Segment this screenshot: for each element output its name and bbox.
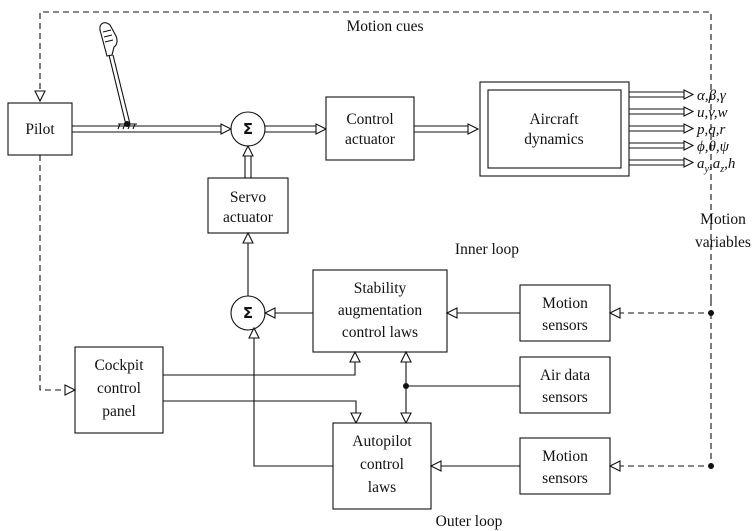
outer-sensor-feed	[608, 313, 714, 472]
motion-cues-loop	[34, 11, 712, 300]
inner-sensor-feed	[608, 300, 714, 319]
motion-cues-label: Motion cues	[346, 18, 423, 35]
output-arrows	[629, 89, 695, 168]
cockpit-panel-label: panel	[102, 403, 136, 420]
pilot-to-cockpit-dashed	[39, 155, 77, 396]
motion-sensors-outer-block: Motion sensors	[519, 437, 611, 495]
cockpit-to-autopilot-arrow	[163, 400, 362, 425]
pilot-block: Pilot	[7, 102, 73, 156]
servo-actuator-label: actuator	[223, 209, 274, 226]
lower-sum-to-servo-arrow	[242, 231, 254, 296]
aircraft-dynamics-label: dynamics	[524, 131, 583, 148]
autopilot-block: Autopilot control laws	[332, 422, 432, 510]
inner-loop-label: Inner loop	[455, 241, 519, 258]
servo-to-sum-arrow	[242, 144, 254, 178]
control-actuator-block: Control actuator	[325, 96, 415, 161]
outer-sensors-to-autopilot-arrow	[429, 460, 520, 472]
output-variable-label: α,β,γ	[697, 88, 727, 104]
motion-sensors-label: Motion	[542, 448, 588, 465]
cockpit-panel-block: Cockpit control panel	[74, 346, 164, 434]
output-variable-label: p,q,r	[696, 122, 726, 138]
cockpit-panel-label: Cockpit	[94, 357, 144, 374]
sigma-symbol: Σ	[243, 304, 253, 322]
cockpit-to-sas-arrow	[163, 350, 361, 376]
output-variables: α,β,γu,v,wp,q,rϕ,θ,ψay,az,h	[696, 88, 735, 175]
outer-loop-label: Outer loop	[436, 513, 503, 530]
stability-augmentation-label: control laws	[342, 324, 418, 341]
motion-variables-label: variables	[695, 234, 751, 251]
autopilot-label: Autopilot	[352, 433, 412, 450]
inner-sensors-to-sas-arrow	[445, 307, 520, 319]
output-variable-label: ϕ,θ,ψ	[697, 139, 730, 155]
motion-sensors-inner-block: Motion sensors	[519, 284, 611, 342]
air-data-links	[400, 350, 520, 425]
autopilot-label: laws	[368, 479, 396, 496]
autopilot-label: control	[360, 456, 404, 473]
actuator-to-dynamics-arrow	[414, 123, 480, 135]
air-data-sensors-block: Air data sensors	[519, 356, 611, 414]
stability-augmentation-label: augmentation	[338, 302, 423, 319]
motion-sensors-label: Motion	[542, 295, 588, 312]
motion-sensors-label: sensors	[542, 470, 588, 487]
motion-sensors-label: sensors	[542, 317, 588, 334]
output-variable-label: ay,az,h	[697, 156, 735, 175]
aircraft-dynamics-block: Aircraft dynamics	[479, 81, 630, 177]
output-variable-label: u,v,w	[697, 105, 728, 121]
aircraft-dynamics-label: Aircraft	[529, 111, 579, 128]
pilot-to-sum-arrow	[72, 123, 233, 135]
sigma-symbol: Σ	[243, 120, 253, 138]
servo-actuator-label: Servo	[230, 189, 266, 206]
control-stick-icon	[99, 22, 137, 130]
motion-variables-label: Motion	[700, 211, 746, 228]
top-summing-junction: Σ	[230, 111, 266, 147]
servo-actuator-block: Servo actuator	[207, 177, 289, 234]
air-data-sensors-label: sensors	[542, 389, 588, 406]
control-actuator-label: actuator	[345, 131, 396, 148]
autopilot-to-sum-arrow	[248, 326, 333, 467]
stability-augmentation-block: Stability augmentation control laws	[312, 269, 448, 353]
pilot-label: Pilot	[25, 121, 55, 138]
lower-summing-junction: Σ	[230, 295, 266, 331]
cockpit-panel-label: control	[97, 380, 141, 397]
control-actuator-label: Control	[346, 111, 393, 128]
air-data-sensors-label: Air data	[540, 367, 590, 384]
sas-to-sum-arrow	[263, 307, 313, 319]
sum-to-actuator-arrow	[265, 123, 328, 135]
stability-augmentation-label: Stability	[354, 280, 407, 297]
